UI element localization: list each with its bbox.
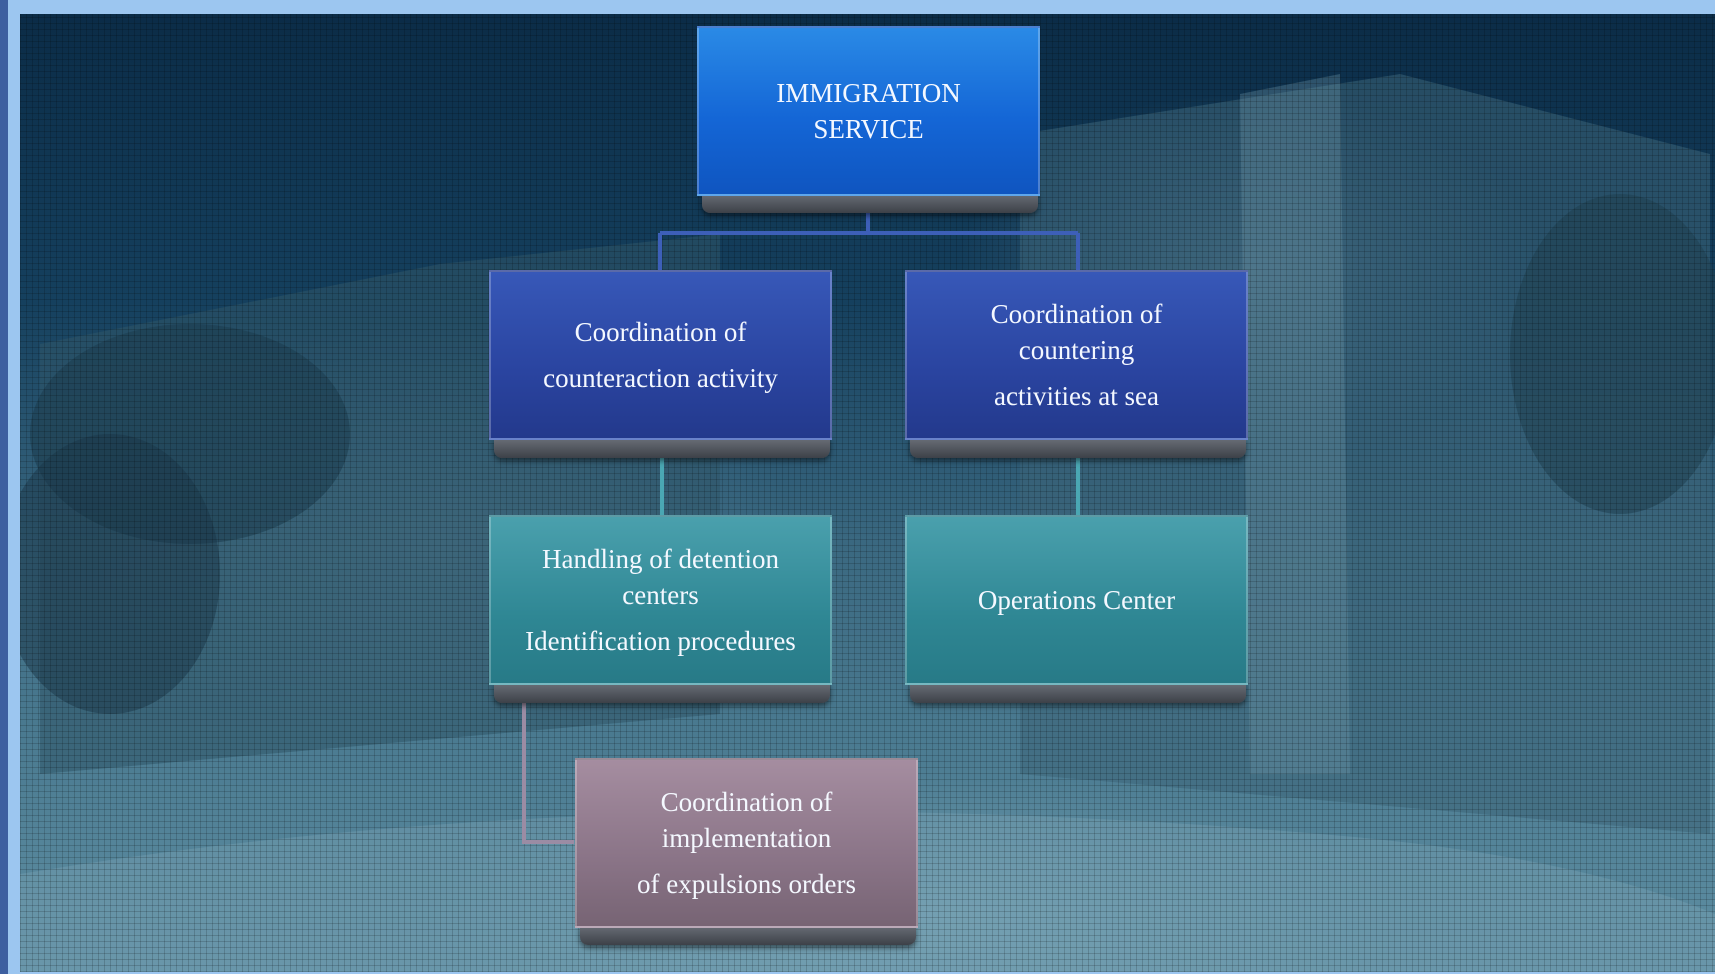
bottom-child-line-2: implementation xyxy=(661,823,832,853)
left-child-line-3: Identification procedures xyxy=(525,626,796,656)
node-countering-activities-at-sea: Coordination of countering activities at… xyxy=(905,270,1248,440)
root-line-1: IMMIGRATION xyxy=(776,78,961,108)
right-branch-shadow xyxy=(910,438,1246,458)
root-box-shadow xyxy=(702,193,1038,213)
bottom-child-link xyxy=(522,688,574,844)
root-line-2: SERVICE xyxy=(813,114,924,144)
left-child-line-2: centers xyxy=(622,580,699,610)
bottom-child-line-3: of expulsions orders xyxy=(637,869,856,899)
right-child-line-1: Operations Center xyxy=(977,585,1176,615)
left-child-shadow xyxy=(494,683,830,703)
node-detention-centers: Handling of detention centers Identifica… xyxy=(489,515,832,685)
node-counteraction-activity: Coordination of counteraction activity xyxy=(489,270,832,440)
left-child-line-1: Handling of detention xyxy=(542,544,779,574)
node-operations-center: Operations Center xyxy=(905,515,1248,685)
left-branch-line-2: counteraction activity xyxy=(543,363,778,393)
left-branch-line-1: Coordination of xyxy=(574,317,747,347)
right-child-shadow xyxy=(910,683,1246,703)
node-expulsion-orders: Coordination of implementation of expuls… xyxy=(575,758,918,928)
right-branch-line-3: activities at sea xyxy=(994,381,1159,411)
left-border-bar xyxy=(0,0,8,974)
right-branch-line-1: Coordination of xyxy=(990,299,1163,329)
bottom-child-shadow xyxy=(580,925,916,945)
root-node-immigration-service: IMMIGRATION SERVICE xyxy=(697,26,1040,196)
right-branch-line-2: countering xyxy=(1018,335,1135,365)
bottom-child-line-1: Coordination of xyxy=(660,787,833,817)
left-branch-shadow xyxy=(494,438,830,458)
